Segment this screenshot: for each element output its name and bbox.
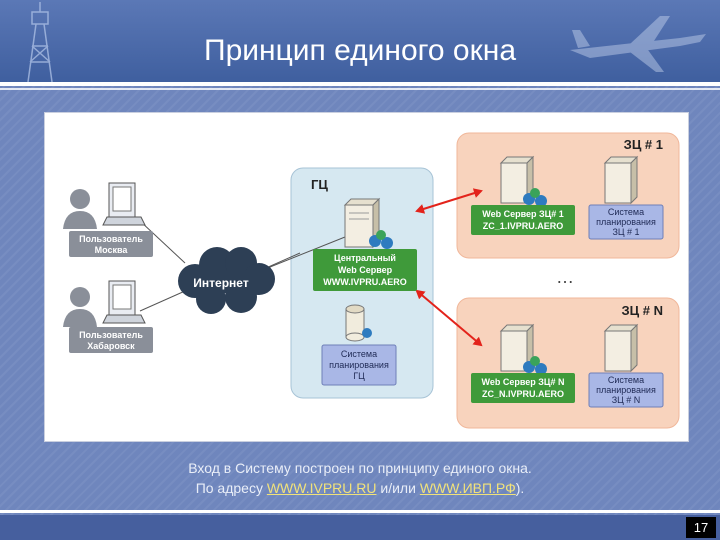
zcn-planning-box	[588, 372, 664, 408]
arrow-to-zc1	[415, 188, 483, 214]
person-icon	[63, 189, 97, 229]
zcn-web-server-label-1: Web Сервер ЗЦ# N	[482, 377, 565, 387]
zcn-web-server-icon	[499, 323, 547, 375]
diagram-panel: Пользователь Москва Пользователь Хабаров…	[44, 112, 689, 442]
zcn-planning-label-3: ЗЦ # N	[612, 395, 641, 405]
central-server-label-3: WWW.IVPRU.AERO	[323, 277, 407, 287]
caption-line-2: По адресу WWW.IVPRU.RU и/или WWW.ИВП.РФ)…	[0, 478, 720, 498]
caption-line-1: Вход в Систему построен по принципу един…	[188, 460, 532, 476]
caption-middle: и/или	[376, 480, 420, 496]
central-server-icon	[343, 197, 393, 249]
zc1-web-server-label-2: ZC_1.IVPRU.AERO	[483, 221, 564, 231]
architecture-diagram: Пользователь Москва Пользователь Хабаров…	[63, 132, 680, 429]
header-divider-thin	[0, 88, 720, 90]
zones-ellipsis: …	[556, 267, 574, 287]
database-icon	[345, 304, 372, 342]
user-moscow: Пользователь Москва	[63, 182, 153, 257]
gc-planning-box	[321, 344, 397, 386]
internet-cloud-icon: Интернет	[178, 247, 275, 314]
gc-planning-label-2: планирования	[329, 360, 389, 370]
gc-label: ГЦ	[311, 177, 328, 192]
zc1-label: ЗЦ # 1	[624, 137, 663, 152]
caption-prefix: По адресу	[195, 480, 267, 496]
zc1-planning-server-icon	[603, 155, 639, 205]
zcn-label: ЗЦ # N	[622, 303, 663, 318]
person-icon	[63, 287, 97, 327]
central-server-label-box	[313, 249, 417, 291]
arrow-to-zcn	[415, 289, 483, 347]
gc-planning-label-1: Система	[341, 349, 377, 359]
zc1-planning-label-3: ЗЦ # 1	[612, 227, 639, 237]
zc1-web-server-label-1: Web Сервер ЗЦ# 1	[482, 209, 563, 219]
user-khabarovsk-label-2: Хабаровск	[87, 341, 135, 351]
user-moscow-label-2: Москва	[95, 245, 129, 255]
footer-bar	[0, 515, 720, 540]
zc1-planning-box	[588, 204, 664, 240]
zcn-planning-label-2: планирования	[596, 385, 656, 395]
slide-caption: Вход в Систему построен по принципу един…	[0, 458, 720, 498]
zc1-web-server-icon	[499, 155, 547, 207]
user-moscow-label-1: Пользователь	[79, 234, 143, 244]
ivp-rf-link[interactable]: WWW.ИВП.РФ	[419, 480, 516, 496]
zcn-planning-label-1: Система	[608, 375, 644, 385]
gc-planning-label-3: ГЦ	[353, 371, 365, 381]
airplane-icon	[570, 16, 706, 72]
caption-suffix: ).	[515, 480, 525, 496]
central-server-label-1: Центральный	[334, 253, 396, 263]
computer-monitor-icon	[102, 280, 146, 324]
zc1-web-server-box	[471, 205, 575, 235]
control-tower-icon	[27, 2, 53, 82]
zc1-planning-label-2: планирования	[596, 217, 656, 227]
user-khabarovsk: Пользователь Хабаровск	[63, 280, 153, 353]
user-khabarovsk-label-1: Пользователь	[79, 330, 143, 340]
ivpru-link[interactable]: WWW.IVPRU.RU	[266, 480, 377, 496]
header-divider	[0, 82, 720, 86]
internet-label: Интернет	[193, 276, 249, 290]
zc1-planning-label-1: Система	[608, 207, 644, 217]
slide-title: Принцип единого окна	[204, 34, 516, 67]
zcn-planning-server-icon	[603, 323, 639, 373]
zcn-web-server-box	[471, 373, 575, 403]
footer-divider	[0, 510, 720, 513]
slide-header: Принцип единого окна	[0, 0, 720, 82]
central-server-label-2: Web Сервер	[338, 265, 393, 275]
zcn-web-server-label-2: ZC_N.IVPRU.AERO	[482, 389, 564, 399]
computer-monitor-icon	[102, 182, 146, 226]
page-number: 17	[686, 517, 716, 538]
